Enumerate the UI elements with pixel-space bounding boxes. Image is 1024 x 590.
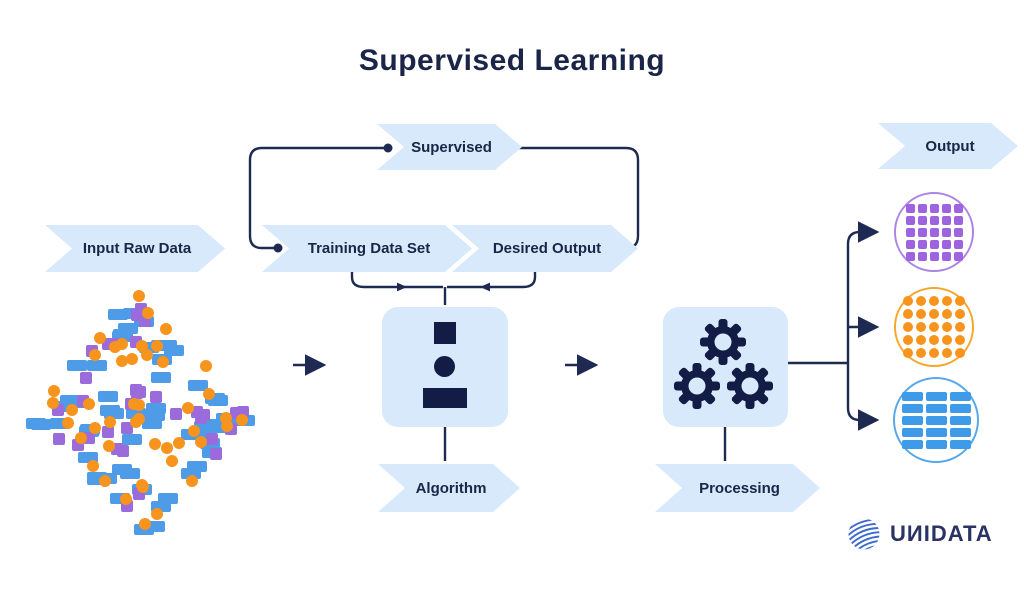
banner-processing-label: Processing bbox=[699, 479, 780, 497]
blue-rects-grid bbox=[901, 391, 971, 449]
banner-algorithm-label: Algorithm bbox=[415, 479, 487, 497]
algorithm-box bbox=[382, 307, 508, 427]
output-class-purple bbox=[894, 192, 974, 272]
globe-icon bbox=[846, 516, 882, 552]
orange-dots-grid bbox=[903, 296, 965, 358]
banner-algorithm: Algorithm bbox=[378, 464, 520, 512]
banner-processing: Processing bbox=[655, 464, 820, 512]
banner-supervised: Supervised bbox=[377, 124, 522, 170]
banner-input-raw-data: Input Raw Data bbox=[45, 225, 225, 272]
banner-training-data-set-label: Training Data Set bbox=[307, 240, 431, 257]
raw-data-scatter bbox=[22, 288, 258, 552]
banner-training-data-set: Training Data Set bbox=[262, 225, 472, 272]
page-title: Supervised Learning bbox=[358, 44, 666, 77]
banner-input-raw-data-label: Input Raw Data bbox=[82, 240, 192, 257]
processing-box bbox=[663, 307, 788, 427]
brand-name: UИIDATA bbox=[890, 521, 993, 546]
banner-output-label: Output bbox=[925, 137, 975, 155]
gears-icon bbox=[674, 319, 773, 409]
banner-desired-output: Desired Output bbox=[452, 225, 638, 272]
brand-logo: UИIDATA bbox=[846, 516, 993, 552]
banner-supervised-label: Supervised bbox=[411, 138, 492, 156]
banner-desired-output-label: Desired Output bbox=[492, 240, 602, 257]
output-class-blue bbox=[893, 377, 979, 463]
banner-output: Output bbox=[878, 123, 1018, 169]
output-class-orange bbox=[894, 287, 974, 367]
purple-squares-grid bbox=[905, 203, 963, 261]
